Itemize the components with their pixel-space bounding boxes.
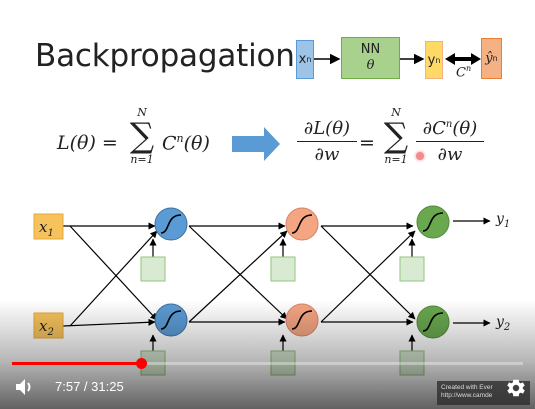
settings-gear-icon[interactable]	[505, 377, 527, 399]
sigmoid-icon	[291, 214, 313, 234]
progress-bar-scrubber[interactable]	[136, 358, 147, 369]
equation-lhs-text: L(θ) =	[57, 132, 118, 154]
sigmoid-icon	[422, 212, 444, 232]
equation-sum-1: N ∑ n=1	[124, 106, 160, 166]
output-label-2: y2	[495, 314, 510, 333]
pipeline-output-label: y	[427, 52, 436, 68]
progress-bar[interactable]	[12, 358, 523, 369]
pipeline-cost-symbol: C	[456, 65, 466, 81]
equation-gradient-fraction: ∂L(θ) ∂w	[295, 118, 359, 165]
rhs-num-sup: n	[445, 119, 453, 130]
sum-1-sigma: ∑	[129, 116, 155, 156]
slide-title: Backpropagation	[35, 38, 295, 74]
equation-rhs-fraction: ∂Cn(θ) ∂w	[414, 118, 486, 165]
pipeline-nn-label: NN	[360, 42, 381, 57]
pipeline-cost-label: Cn	[456, 64, 471, 80]
current-time: 7:57	[55, 379, 81, 394]
grad-denominator: ∂w	[314, 144, 340, 165]
sum-2-top: N	[391, 106, 401, 119]
rhs-numerator: ∂Cn(θ)	[414, 118, 486, 139]
input-label-1: x1	[39, 218, 54, 239]
output-label-1: y1	[495, 211, 510, 230]
neuron-l3-top	[416, 205, 450, 239]
pipeline-input-label: x	[298, 52, 307, 67]
sigmoid-icon	[160, 214, 182, 234]
pipeline-nn-param: θ	[366, 58, 375, 73]
neuron-l2-bottom	[285, 303, 319, 337]
neuron-l3-bottom	[416, 305, 450, 339]
rhs-num-arg: (θ)	[452, 118, 478, 139]
bias-square-l1-top	[140, 256, 166, 282]
sum-2-bottom: n=1	[384, 153, 408, 166]
rhs-num-symbol: ∂C	[422, 118, 446, 139]
rhs-denominator: ∂w	[437, 144, 463, 165]
equation-equals: =	[359, 132, 375, 154]
input-node-1	[33, 213, 64, 240]
pipeline-output-sup: n	[435, 55, 441, 65]
time-display: 7:57 / 31:25	[55, 379, 124, 394]
pipeline-target-sup: n	[492, 54, 498, 63]
pipeline-double-arrow	[445, 53, 481, 65]
bias-square-l2-top	[270, 256, 296, 282]
time-separator: /	[80, 379, 92, 394]
watermark-line-1: Created with Ever	[441, 384, 493, 391]
summand-arg: (θ)	[183, 132, 210, 155]
summand-symbol: C	[162, 132, 177, 155]
sum-1-bottom: n=1	[130, 153, 154, 166]
bias-square-l3-top	[399, 256, 425, 282]
sum-2-sigma: ∑	[383, 116, 409, 156]
rhs-fraction-bar	[416, 141, 484, 142]
pipeline-arrows	[314, 53, 481, 65]
neuron-l1-bottom	[154, 303, 188, 337]
summand-sup: n	[176, 132, 184, 145]
watermark-line-2: http://www.camde	[441, 392, 493, 399]
equation-summand: Cn(θ)	[162, 132, 210, 154]
neuron-l2-top	[285, 207, 319, 241]
grad-fraction-bar	[297, 141, 357, 142]
laser-pointer-dot	[416, 152, 424, 160]
neuron-l1-top	[154, 207, 188, 241]
pipeline-cost-sup: n	[465, 64, 472, 73]
volume-icon[interactable]	[14, 377, 36, 397]
pipeline-nn-box: NN θ	[341, 37, 400, 79]
pipeline-target-label: ŷ	[485, 51, 493, 66]
equation-sum-2: N ∑ n=1	[378, 106, 414, 166]
duration: 31:25	[91, 379, 124, 394]
grad-numerator: ∂L(θ)	[303, 118, 351, 139]
blue-right-arrow-icon	[232, 127, 280, 161]
network-diagram: x1 x2	[33, 205, 510, 376]
equation-lhs: L(θ) =	[57, 132, 118, 154]
progress-bar-played	[12, 362, 141, 365]
pipeline-input-sup: n	[306, 55, 312, 64]
sum-1-top: N	[137, 106, 147, 119]
